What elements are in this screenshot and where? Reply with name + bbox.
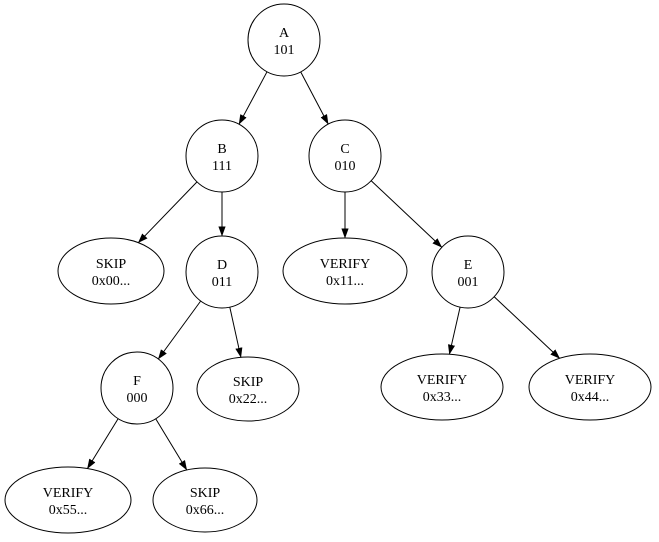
node-D-label-line2: 011 bbox=[212, 275, 232, 290]
node-C-label-line2: 010 bbox=[335, 159, 356, 174]
edge-E-verify-0x33 bbox=[447, 306, 461, 355]
edge-F-skip-0x66 bbox=[155, 418, 188, 471]
edge-A-C bbox=[300, 71, 329, 125]
node-skip-0x22-label-line1: SKIP bbox=[233, 375, 264, 390]
node-skip-0x00-shape bbox=[57, 237, 165, 305]
edge-A-B bbox=[238, 71, 268, 125]
node-verify-0x33-shape bbox=[380, 353, 504, 421]
node-skip-0x22-label-line2: 0x22... bbox=[229, 392, 268, 407]
edge-D-skip-0x22 bbox=[229, 306, 243, 358]
node-A-label-line1: A bbox=[279, 26, 290, 41]
node-layer bbox=[4, 3, 652, 534]
edge-C-E bbox=[370, 180, 443, 248]
edge-B-skip-0x00 bbox=[137, 181, 198, 244]
node-B-shape bbox=[185, 119, 259, 193]
node-D-shape bbox=[185, 235, 259, 309]
edge-layer bbox=[86, 71, 561, 471]
node-skip-0x66-shape bbox=[152, 467, 258, 533]
node-verify-0x11-label-line2: 0x11... bbox=[326, 274, 364, 289]
node-D-label-line1: D bbox=[217, 258, 227, 273]
node-skip-0x66-label-line2: 0x66... bbox=[186, 503, 225, 518]
edge-D-F bbox=[157, 300, 202, 360]
node-A-label-line2: 101 bbox=[274, 43, 295, 58]
node-verify-0x44-label-line1: VERIFY bbox=[565, 373, 616, 388]
node-A-shape bbox=[247, 3, 321, 77]
node-skip-0x00-label-line1: SKIP bbox=[96, 257, 127, 272]
node-F-label-line1: F bbox=[133, 374, 141, 389]
node-B-label-line2: 111 bbox=[212, 159, 232, 174]
node-verify-0x33-label-line2: 0x33... bbox=[423, 390, 462, 405]
node-skip-0x22-shape bbox=[196, 356, 300, 422]
label-layer: A 101 B 111 C 010 SKIP 0x00... D 011 VER… bbox=[43, 26, 616, 518]
edge-F-verify-0x55 bbox=[86, 418, 119, 470]
node-verify-0x11-label-line1: VERIFY bbox=[320, 257, 371, 272]
node-E-label-line2: 001 bbox=[458, 275, 479, 290]
node-verify-0x44-label-line2: 0x44... bbox=[571, 390, 610, 405]
node-C-label-line1: C bbox=[340, 142, 349, 157]
node-verify-0x33-label-line1: VERIFY bbox=[417, 373, 468, 388]
node-E-label-line1: E bbox=[464, 258, 473, 273]
node-verify-0x55-label-line2: 0x55... bbox=[49, 503, 88, 518]
edge-E-verify-0x44 bbox=[493, 296, 561, 359]
node-verify-0x44-shape bbox=[528, 353, 652, 421]
node-verify-0x55-label-line1: VERIFY bbox=[43, 486, 94, 501]
node-skip-0x00-label-line2: 0x00... bbox=[92, 274, 131, 289]
node-verify-0x11-shape bbox=[282, 237, 408, 305]
node-C-shape bbox=[308, 119, 382, 193]
node-skip-0x66-label-line1: SKIP bbox=[190, 486, 221, 501]
node-F-label-line2: 000 bbox=[127, 391, 148, 406]
node-E-shape bbox=[431, 235, 505, 309]
node-F-shape bbox=[100, 351, 174, 425]
node-verify-0x55-shape bbox=[4, 466, 132, 534]
node-B-label-line1: B bbox=[217, 142, 226, 157]
